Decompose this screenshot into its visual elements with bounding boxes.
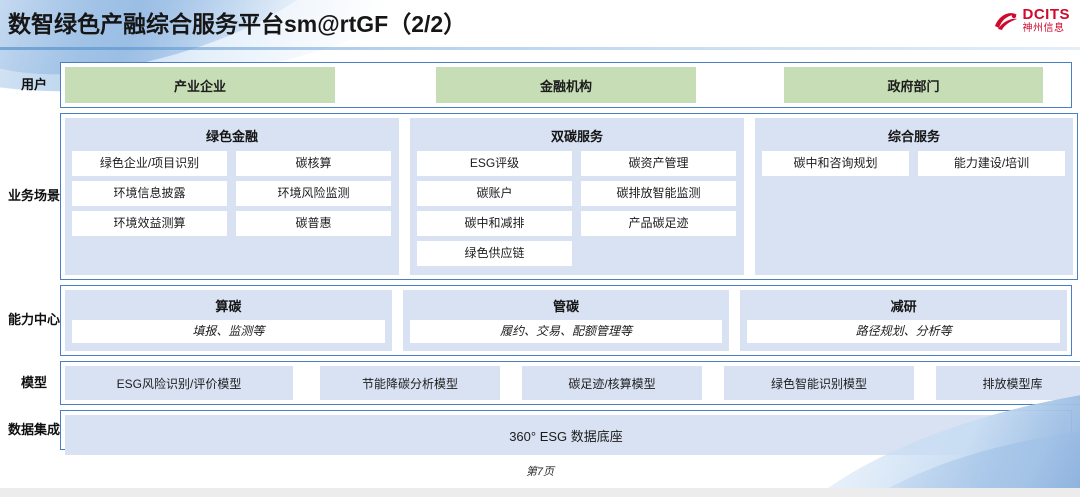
model-box[interactable]: 排放模型库 bbox=[936, 366, 1080, 400]
model-box[interactable]: ESG风险识别/评价模型 bbox=[65, 366, 293, 400]
band-data-integration: 数据集成 360° ESG 数据底座 bbox=[8, 410, 1072, 455]
scenario-chip[interactable]: 碳中和咨询规划 bbox=[762, 151, 909, 176]
band-label-data-integration: 数据集成 bbox=[8, 421, 61, 437]
band-label-business-scenarios: 业务场景 bbox=[8, 188, 61, 204]
logo-text-en: DCITS bbox=[1022, 6, 1070, 23]
scenario-chip[interactable]: 碳账户 bbox=[417, 181, 572, 206]
scenario-chip[interactable]: 环境效益测算 bbox=[72, 211, 227, 236]
band-models: 模型 ESG风险识别/评价模型 节能降碳分析模型 碳足迹/核算模型 绿色智能识别… bbox=[8, 361, 1080, 405]
scenario-row: 绿色金融 绿色企业/项目识别 碳核算 环境信息披露 环境风险监测 环境效益测算 … bbox=[65, 118, 1073, 275]
logo-text-cn: 神州信息 bbox=[1022, 23, 1065, 34]
scenario-chip[interactable]: 碳资产管理 bbox=[581, 151, 736, 176]
band-users: 用户 产业企业 金融机构 政府部门 bbox=[8, 62, 1072, 108]
scenario-chip[interactable]: 产品碳足迹 bbox=[581, 211, 736, 236]
architecture-matrix: 用户 产业企业 金融机构 政府部门 业务场景 绿色金融 绿色企业/项目识别 bbox=[8, 62, 1080, 455]
band-body-data-integration: 360° ESG 数据底座 bbox=[60, 410, 1072, 455]
capability-group-title: 管碳 bbox=[553, 299, 580, 314]
bottom-strip bbox=[0, 488, 1080, 497]
capability-group-carbon-management: 管碳 履约、交易、配额管理等 bbox=[402, 290, 730, 351]
scenario-chip-grid: 碳中和咨询规划 能力建设/培训 bbox=[762, 151, 1066, 257]
model-box[interactable]: 碳足迹/核算模型 bbox=[522, 366, 702, 400]
scenario-group-dual-carbon: 双碳服务 ESG评级 碳资产管理 碳账户 碳排放智能监测 碳中和减排 产品碳足迹… bbox=[410, 118, 744, 275]
band-body-models: ESG风险识别/评价模型 节能降碳分析模型 碳足迹/核算模型 绿色智能识别模型 … bbox=[60, 361, 1080, 405]
scenario-chip[interactable]: 碳排放智能监测 bbox=[581, 181, 736, 206]
scenario-chip[interactable]: 碳核算 bbox=[236, 151, 391, 176]
scenario-chip[interactable]: 绿色企业/项目识别 bbox=[72, 151, 227, 176]
band-body-capability-center: 算碳 填报、监测等 管碳 履约、交易、配额管理等 减研 路径规划、分析等 bbox=[60, 285, 1072, 356]
capability-group-subtitle[interactable]: 路径规划、分析等 bbox=[747, 320, 1061, 343]
capability-group-title: 算碳 bbox=[215, 299, 242, 314]
scenario-chip[interactable]: 环境信息披露 bbox=[72, 181, 227, 206]
band-body-business-scenarios: 绿色金融 绿色企业/项目识别 碳核算 环境信息披露 环境风险监测 环境效益测算 … bbox=[60, 113, 1078, 280]
band-label-capability-center: 能力中心 bbox=[8, 312, 61, 328]
user-box-government[interactable]: 政府部门 bbox=[784, 67, 1043, 103]
user-box-financial[interactable]: 金融机构 bbox=[436, 67, 696, 103]
page-title: 数智绿色产融综合服务平台sm@rtGF（2/2） bbox=[8, 11, 467, 37]
slide-header: 数智绿色产融综合服务平台sm@rtGF（2/2） DCITS 神州信息 bbox=[0, 0, 1080, 52]
band-label-users: 用户 bbox=[20, 76, 47, 92]
scenario-group-comprehensive: 综合服务 碳中和咨询规划 能力建设/培训 bbox=[755, 118, 1073, 275]
capability-group-carbon-accounting: 算碳 填报、监测等 bbox=[65, 290, 392, 351]
dcits-swoosh-icon bbox=[994, 12, 1017, 30]
users-row: 产业企业 金融机构 政府部门 bbox=[65, 67, 1067, 103]
model-box[interactable]: 绿色智能识别模型 bbox=[724, 366, 914, 400]
logo-wordmark: DCITS 神州信息 bbox=[1023, 7, 1071, 34]
scenario-group-title: 双碳服务 bbox=[550, 129, 603, 144]
capability-group-title: 减研 bbox=[890, 299, 917, 314]
scenario-group-title: 绿色金融 bbox=[205, 129, 258, 144]
scenario-chip[interactable]: 能力建设/培训 bbox=[918, 151, 1065, 176]
data-foundation-box[interactable]: 360° ESG 数据底座 bbox=[65, 415, 1067, 455]
capability-row: 算碳 填报、监测等 管碳 履约、交易、配额管理等 减研 路径规划、分析等 bbox=[65, 290, 1068, 351]
band-business-scenarios: 业务场景 绿色金融 绿色企业/项目识别 碳核算 环境信息披露 环境风险监测 环境… bbox=[8, 113, 1078, 280]
band-label-models: 模型 bbox=[20, 374, 47, 390]
scenario-chip[interactable]: 碳普惠 bbox=[236, 211, 391, 236]
brand-logo: DCITS 神州信息 bbox=[993, 7, 1071, 34]
scenario-chip-grid: 绿色企业/项目识别 碳核算 环境信息披露 环境风险监测 环境效益测算 碳普惠 bbox=[72, 151, 392, 257]
scenario-chip[interactable]: ESG评级 bbox=[417, 151, 572, 176]
capability-group-subtitle[interactable]: 填报、监测等 bbox=[72, 320, 385, 343]
scenario-group-green-finance: 绿色金融 绿色企业/项目识别 碳核算 环境信息披露 环境风险监测 环境效益测算 … bbox=[65, 118, 399, 275]
scenario-chip-grid: ESG评级 碳资产管理 碳账户 碳排放智能监测 碳中和减排 产品碳足迹 绿色供应… bbox=[417, 151, 737, 266]
band-capability-center: 能力中心 算碳 填报、监测等 管碳 履约、交易、配额管理等 减研 路径规划、分析… bbox=[8, 285, 1072, 356]
band-body-users: 产业企业 金融机构 政府部门 bbox=[60, 62, 1072, 108]
capability-group-subtitle[interactable]: 履约、交易、配额管理等 bbox=[409, 320, 723, 343]
scenario-chip[interactable]: 碳中和减排 bbox=[417, 211, 572, 236]
user-box-industry[interactable]: 产业企业 bbox=[65, 67, 335, 103]
header-divider bbox=[0, 47, 1080, 50]
capability-group-carbon-reduction: 减研 路径规划、分析等 bbox=[740, 290, 1068, 351]
scenario-chip[interactable]: 绿色供应链 bbox=[417, 241, 572, 266]
model-row: ESG风险识别/评价模型 节能降碳分析模型 碳足迹/核算模型 绿色智能识别模型 … bbox=[65, 366, 1080, 400]
page-number: 第7页 bbox=[525, 466, 555, 478]
model-box[interactable]: 节能降碳分析模型 bbox=[320, 366, 500, 400]
scenario-group-title: 综合服务 bbox=[887, 129, 940, 144]
scenario-chip[interactable]: 环境风险监测 bbox=[236, 181, 391, 206]
